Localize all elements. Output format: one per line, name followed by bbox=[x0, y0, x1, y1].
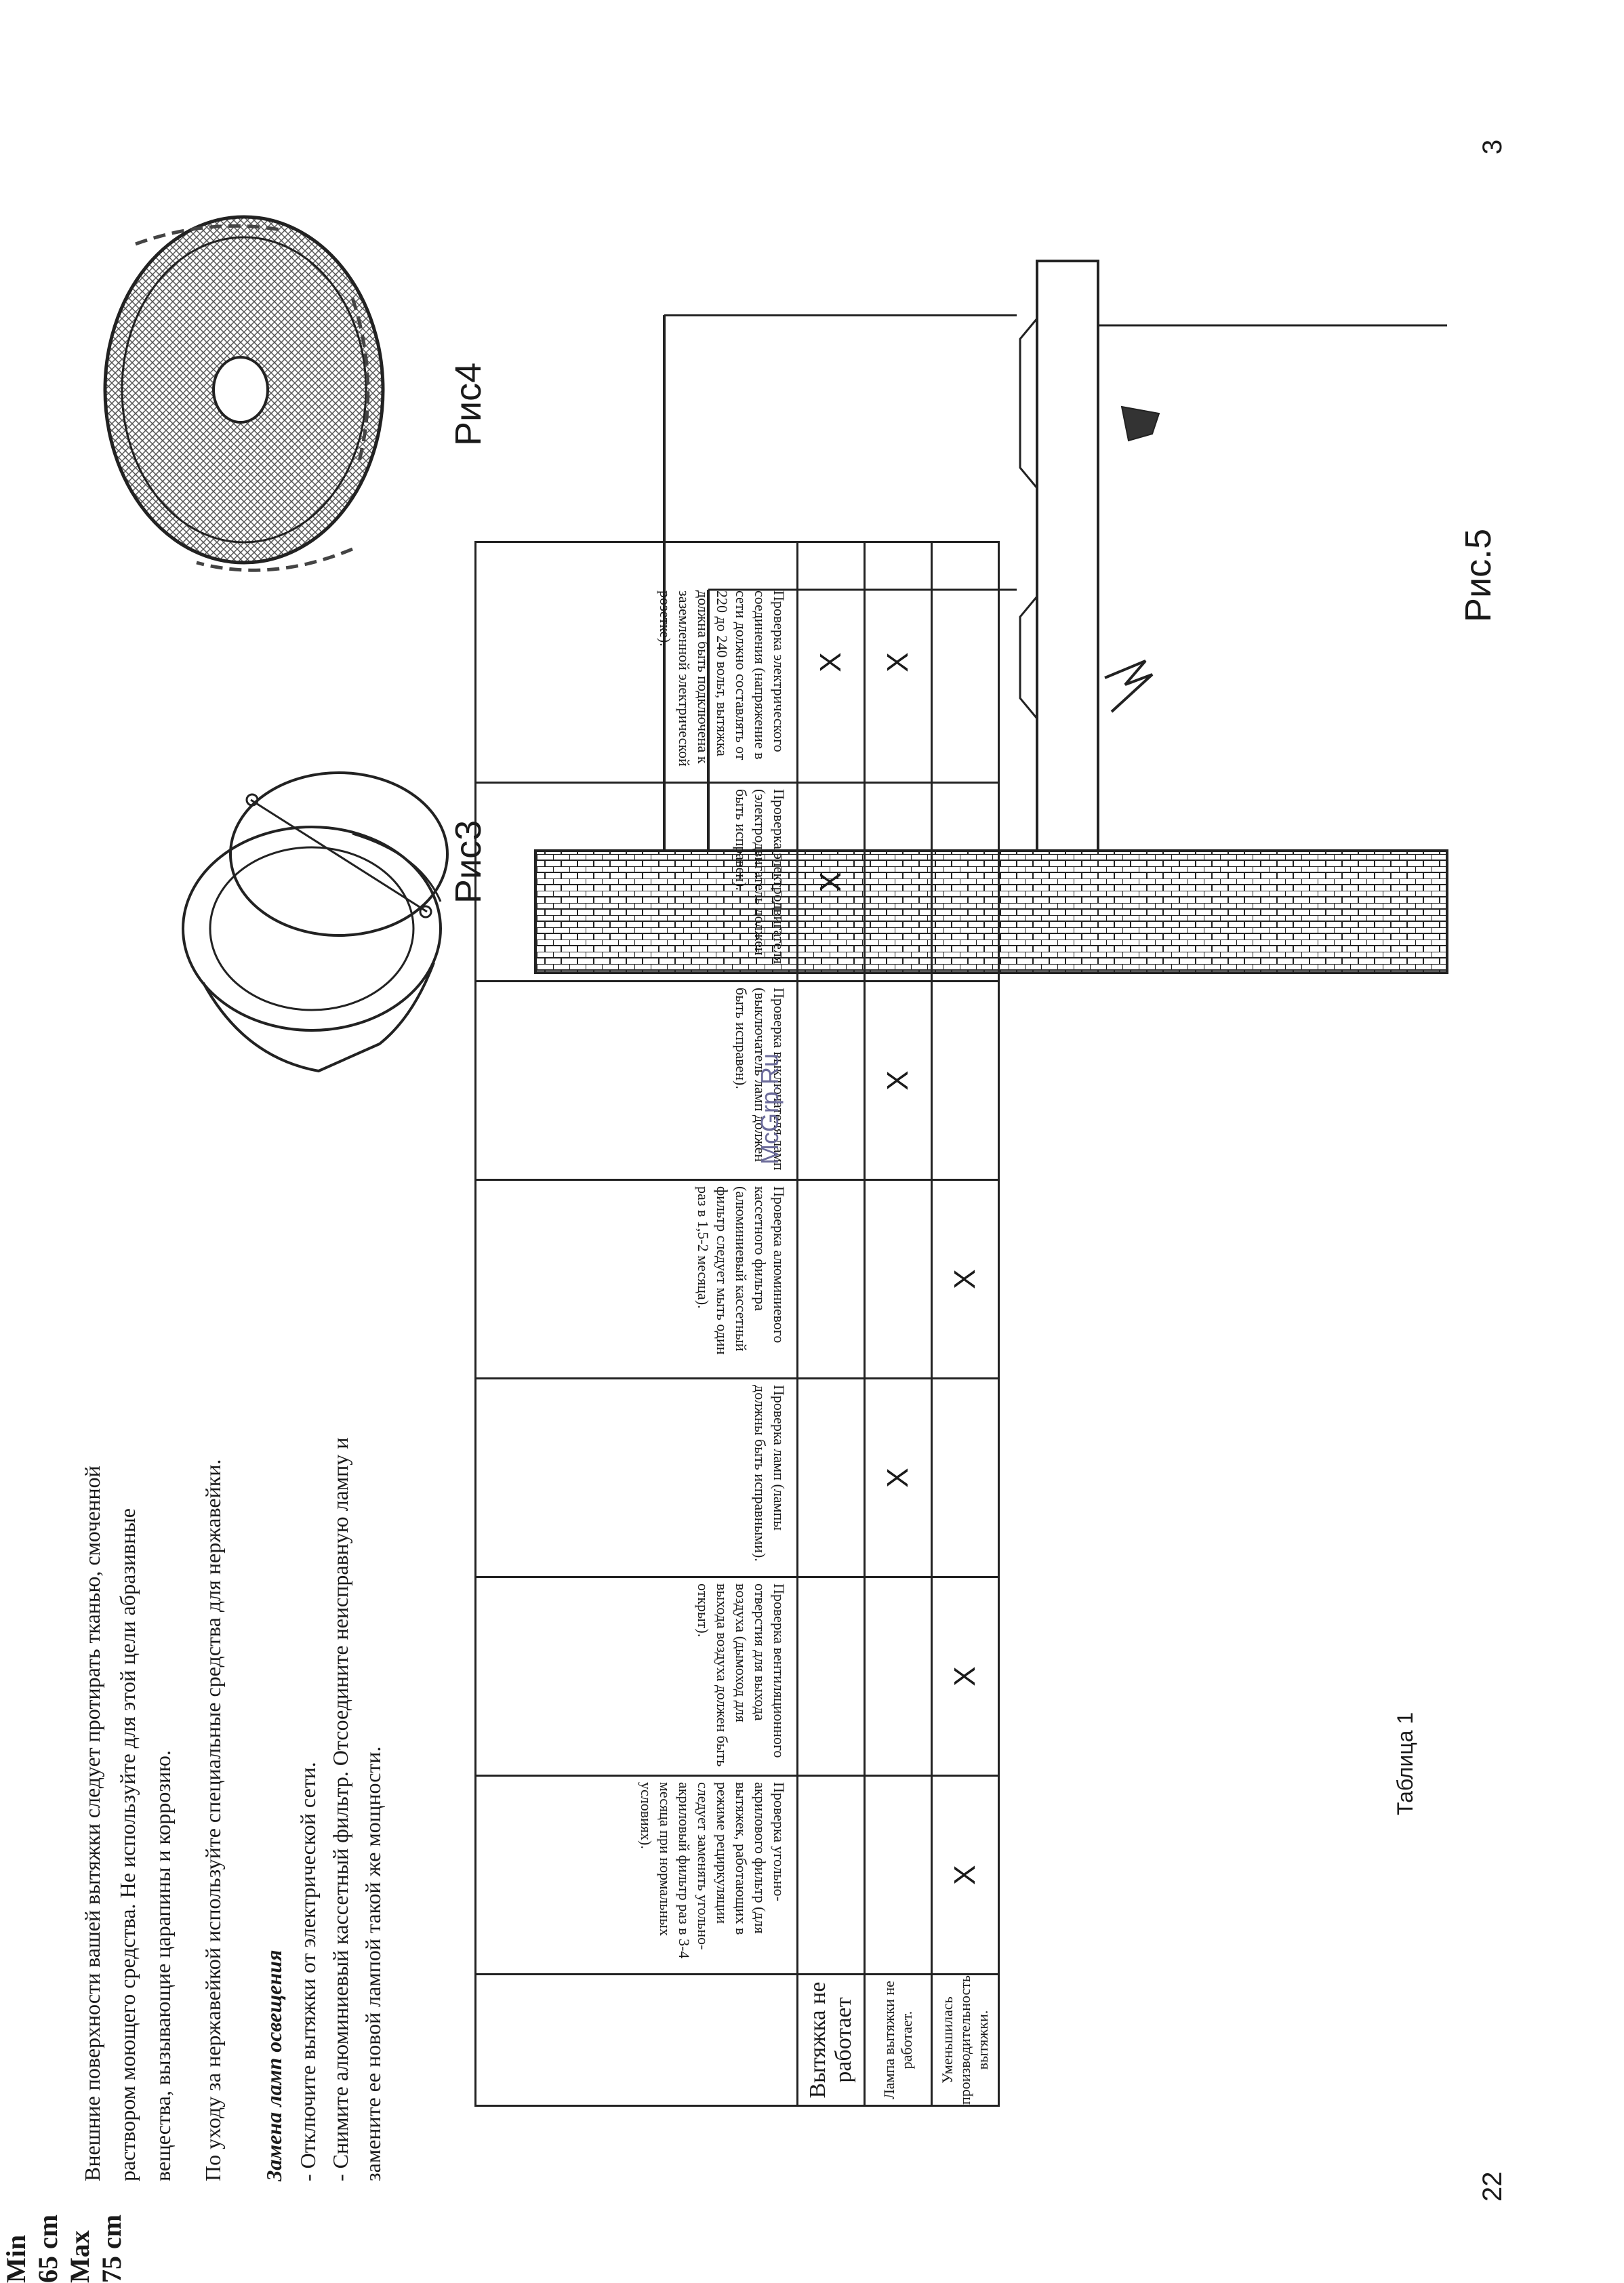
filter-center-hub bbox=[212, 356, 269, 424]
lamp-step: - Снимите алюминиевый кассетный фильтр. … bbox=[328, 1437, 352, 2181]
check-cell bbox=[864, 1775, 932, 1975]
figure-4-label: Рис4 bbox=[448, 362, 489, 446]
rotation-arrow-icon bbox=[196, 547, 353, 572]
collar-base bbox=[202, 962, 435, 1073]
flap-disc bbox=[229, 771, 449, 937]
carbon-filter-rim bbox=[121, 236, 367, 544]
cooktop bbox=[1036, 260, 1099, 852]
burner bbox=[1019, 318, 1038, 489]
column-header: Проверка выключателя ламп (выключатель л… bbox=[475, 981, 798, 1180]
rotation-arrow-icon bbox=[135, 224, 285, 246]
troubleshooting-table: Проверка угольно-акрилового фильтр (для … bbox=[474, 541, 1000, 2107]
intro-line: Внешние поверхности вашей вытяжки следуе… bbox=[80, 1466, 104, 2181]
column-header-text: Проверка вентиляционного отверстия для в… bbox=[695, 1583, 788, 1767]
check-mark: X bbox=[814, 652, 847, 672]
column-header: Проверка угольно-акрилового фильтр (для … bbox=[475, 1775, 798, 1975]
burner bbox=[1019, 596, 1038, 719]
check-cell bbox=[931, 542, 999, 783]
column-header: Проверка алюминиевого кассетного фильтра… bbox=[475, 1179, 798, 1379]
check-cell bbox=[864, 782, 932, 982]
table-row: Вытяжка не работает X X bbox=[797, 542, 865, 2106]
symptom-cell: Лампа вытяжки не работает. bbox=[864, 1974, 932, 2106]
symptom-cell: Вытяжка не работает bbox=[797, 1974, 865, 2106]
column-header: Проверка вентиляционного отверстия для в… bbox=[475, 1577, 798, 1776]
check-cell: X bbox=[864, 542, 932, 783]
check-mark: X bbox=[948, 1269, 981, 1289]
check-mark: X bbox=[948, 1865, 981, 1885]
column-header-text: Проверка электрического соединения (напр… bbox=[657, 590, 788, 767]
flap-pin bbox=[245, 793, 259, 807]
check-cell bbox=[797, 1378, 865, 1577]
column-header-text: Проверка ламп (лампы должны быть исправн… bbox=[752, 1385, 788, 1562]
table-caption: Таблица 1 bbox=[1393, 1712, 1417, 1815]
check-cell bbox=[931, 981, 999, 1180]
table-header-row: Проверка угольно-акрилового фильтр (для … bbox=[475, 542, 798, 2106]
table-corner-cell bbox=[475, 1974, 798, 2106]
gas-flame-icon bbox=[1120, 405, 1160, 442]
check-cell: X bbox=[931, 1577, 999, 1776]
outlet-collar-inner bbox=[209, 846, 415, 1011]
watermark: McGrp.Ru bbox=[756, 1053, 784, 1165]
column-header-text: Проверка электродвигателя (электродвигат… bbox=[733, 789, 788, 965]
figure-5-label: Рис.5 bbox=[1458, 528, 1499, 622]
check-cell bbox=[864, 1577, 932, 1776]
check-cell: X bbox=[864, 1378, 932, 1577]
check-mark: X bbox=[881, 1070, 914, 1091]
lamp-step: замените ее новой лампой такой же мощнос… bbox=[361, 1746, 385, 2181]
column-header: Проверка электрического соединения (напр… bbox=[475, 542, 798, 783]
check-cell: X bbox=[864, 981, 932, 1180]
intro-line: вещества, вызывающие царапины и коррозию… bbox=[150, 1750, 175, 2181]
lamp-replacement-heading: Замена ламп освещения bbox=[262, 1949, 286, 2181]
electric-bolt-icon bbox=[1104, 660, 1154, 713]
flap-pin bbox=[419, 905, 432, 918]
min-height-value: 65 cm bbox=[33, 2214, 63, 2283]
check-cell: X bbox=[931, 1775, 999, 1975]
check-cell: X bbox=[797, 782, 865, 982]
figure-4 bbox=[103, 215, 385, 572]
check-mark: X bbox=[881, 1468, 914, 1488]
figure-3-label: Рис3 bbox=[448, 820, 489, 904]
figure-5 bbox=[534, 260, 1448, 974]
check-cell bbox=[797, 1179, 865, 1379]
rotation-arrow-icon bbox=[350, 298, 370, 462]
page-number-right: 3 bbox=[1478, 139, 1507, 155]
check-cell: X bbox=[797, 542, 865, 783]
check-cell bbox=[797, 981, 865, 1180]
lamp-step: - Отключите вытяжки от электрической сет… bbox=[296, 1762, 320, 2181]
table-row: Лампа вытяжки не работает. X X X bbox=[864, 542, 932, 2106]
check-cell bbox=[797, 1775, 865, 1975]
check-cell bbox=[931, 782, 999, 982]
check-cell bbox=[931, 1378, 999, 1577]
check-cell bbox=[864, 1179, 932, 1379]
figure-3 bbox=[182, 771, 449, 1073]
column-header-text: Проверка выключателя ламп (выключатель л… bbox=[733, 988, 788, 1171]
steel-care-text: По уходу за нержавейкой используйте спец… bbox=[201, 1459, 225, 2181]
intro-line: раствором моющего средства. Не используй… bbox=[115, 1508, 140, 2181]
column-header-text: Проверка алюминиевого кассетного фильтра… bbox=[695, 1186, 788, 1355]
table-row: Уменьшилась производительность вытяжки. … bbox=[931, 542, 999, 2106]
column-header: Проверка электродвигателя (электродвигат… bbox=[475, 782, 798, 982]
flap-hinge bbox=[250, 799, 428, 913]
wall bbox=[534, 849, 1448, 974]
symptom-cell: Уменьшилась производительность вытяжки. bbox=[931, 1974, 999, 2106]
check-mark: X bbox=[881, 652, 914, 672]
check-mark: X bbox=[948, 1666, 981, 1686]
collar-base bbox=[352, 832, 442, 902]
check-mark: X bbox=[814, 872, 847, 892]
check-cell bbox=[797, 1577, 865, 1776]
check-cell: X bbox=[931, 1179, 999, 1379]
outlet-collar bbox=[182, 826, 442, 1032]
intro-paragraph: Внешние поверхности вашей вытяжки следуе… bbox=[75, 1124, 180, 2181]
page-number-left: 22 bbox=[1478, 2171, 1507, 2202]
min-height-label: Min bbox=[1, 2234, 31, 2283]
column-header-text: Проверка угольно-акрилового фильтр (для … bbox=[638, 1782, 788, 1959]
column-header: Проверка ламп (лампы должны быть исправн… bbox=[475, 1378, 798, 1577]
